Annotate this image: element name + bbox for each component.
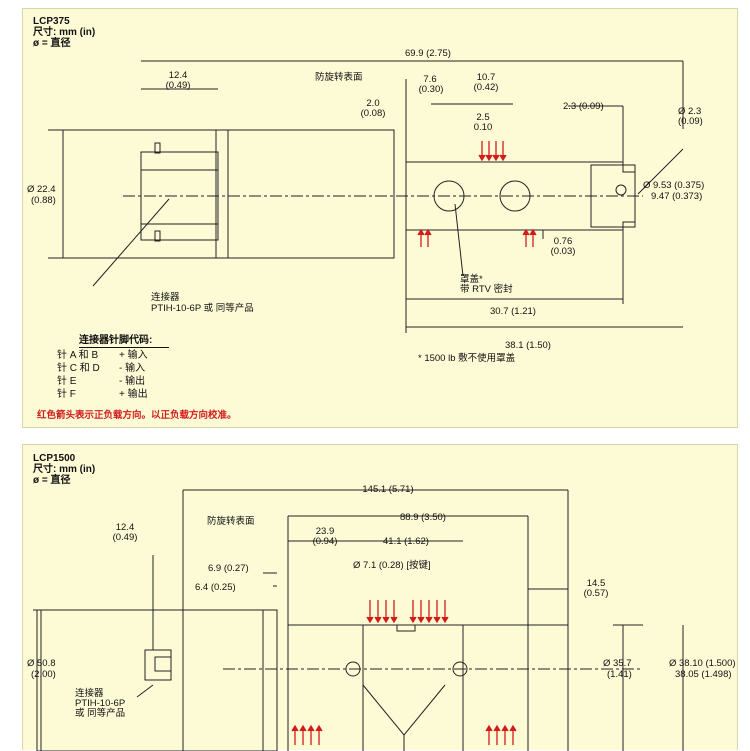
label-anti-rotation: 防旋转表面	[207, 516, 255, 527]
load-arrows	[291, 600, 517, 745]
lcp375-panel: LCP375 尺寸: mm (in) ø = 直径	[22, 8, 738, 428]
pin-row-4-sig: + 输出	[119, 389, 148, 400]
dim-38-1: 38.1 (1.50)	[505, 340, 551, 351]
lcp1500-beam	[288, 624, 569, 751]
model-title: LCP1500	[33, 453, 76, 464]
dim-14-5: 14.5	[586, 578, 606, 589]
dia-38-05: 38.05 (1.498)	[675, 669, 732, 680]
dia-35-7: Ø 35.7	[603, 658, 632, 669]
dim-14-5-in: (0.57)	[583, 588, 609, 599]
dim-6-9: 6.9 (0.27)	[208, 563, 249, 574]
lcp1500-body	[36, 609, 278, 751]
lcp1500-panel: LCP1500 尺寸: mm (in) ø = 直径	[22, 444, 738, 751]
lcp1500-connector	[144, 649, 172, 681]
dim-2-0: 2.0	[366, 98, 380, 109]
dim-0-76-in: (0.03)	[550, 246, 576, 257]
connector-label: 连接器	[75, 688, 104, 699]
gauge-hole-2	[452, 661, 468, 677]
pin-title-underline	[79, 347, 169, 348]
dia-22-4-in: (0.88)	[31, 195, 56, 206]
units-line: 尺寸: mm (in)	[33, 27, 96, 38]
pin-code-title: 连接器针脚代码:	[79, 335, 153, 346]
dia-38-10: Ø 38.10 (1.500)	[669, 658, 736, 669]
pin-row-2-sig: - 输入	[119, 363, 146, 374]
pin-row-2-pin: 针 C 和 D	[57, 363, 100, 374]
dim-2-0-in: (0.08)	[360, 108, 386, 119]
dia-50-8-in: (2.00)	[31, 669, 56, 680]
load-arrows	[417, 141, 537, 247]
dim-7-6: 7.6	[423, 74, 437, 85]
dim-12-4-in: (0.49)	[112, 532, 138, 543]
dim-2-5: 2.5	[476, 112, 490, 123]
label-cap: 罩盖*	[460, 274, 483, 285]
dia-35-7-in: (1.41)	[607, 669, 632, 680]
dia-22-4: Ø 22.4	[27, 184, 56, 195]
dim-30-7: 30.7 (1.21)	[490, 306, 536, 317]
dia-9-47: 9.47 (0.373)	[651, 191, 703, 202]
label-cap-seal: 带 RTV 密封	[460, 284, 513, 295]
pin-row-1-sig: + 输入	[119, 350, 148, 361]
dim-41-1: 41.1 (1.62)	[383, 536, 429, 547]
pin-row-1-pin: 针 A 和 B	[57, 350, 99, 361]
connector-part: PTIH-10-6P 或 同等产品	[151, 303, 254, 314]
red-arrow-note: 红色箭头表示正负载方向。以正负载方向校准。	[37, 410, 237, 421]
dim-overall: 69.9 (2.75)	[405, 48, 451, 59]
connector-equiv: 或 同等产品	[75, 708, 126, 719]
dim-overall: 145.1 (5.71)	[362, 484, 414, 495]
dim-23-9-in: (0.94)	[312, 536, 338, 547]
pin-row-3-pin: 针 E	[57, 376, 77, 387]
label-anti-rotation: 防旋转表面	[315, 72, 363, 83]
footnote: * 1500 lb 敷不使用罩盖	[418, 353, 516, 364]
pin-row-4-pin: 针 F	[57, 389, 76, 400]
dim-12-4-in: (0.49)	[165, 80, 191, 91]
dim-0-76: 0.76	[553, 236, 573, 247]
dia-2-3-in: (0.09)	[678, 116, 703, 127]
dim-88-9: 88.9 (3.50)	[400, 512, 446, 523]
diameter-legend: ø = 直径	[33, 38, 71, 49]
dim-2-3: 2.3 (0.09)	[563, 101, 604, 112]
dia-50-8: Ø 50.8	[27, 658, 56, 669]
diameter-legend: ø = 直径	[33, 475, 71, 486]
connector-part: PTIH-10-6P	[75, 698, 126, 709]
dim-23-9: 23.9	[315, 526, 335, 537]
dim-7-6-in: (0.30)	[418, 84, 444, 95]
dim-12-4: 12.4	[115, 522, 135, 533]
dim-12-4: 12.4	[168, 70, 188, 81]
dia-7-1-key: Ø 7.1 (0.28) [按键]	[353, 560, 431, 571]
dim-10-7-in: (0.42)	[473, 82, 499, 93]
dia-2-3: Ø 2.3	[678, 106, 702, 117]
connector-label: 连接器	[151, 292, 180, 303]
lcp375-drawing	[48, 60, 684, 333]
units-line: 尺寸: mm (in)	[33, 464, 96, 475]
dim-6-4: 6.4 (0.25)	[195, 582, 236, 593]
lcp1500-drawing	[33, 489, 684, 751]
lcp375-body	[215, 129, 395, 259]
model-title: LCP375	[33, 16, 70, 27]
pin-row-3-sig: - 输出	[119, 376, 146, 387]
dim-0-10: 0.10	[473, 122, 493, 133]
mount-hole	[615, 184, 627, 196]
dim-10-7: 10.7	[476, 72, 496, 83]
dia-9-53: Ø 9.53 (0.375)	[643, 180, 705, 191]
